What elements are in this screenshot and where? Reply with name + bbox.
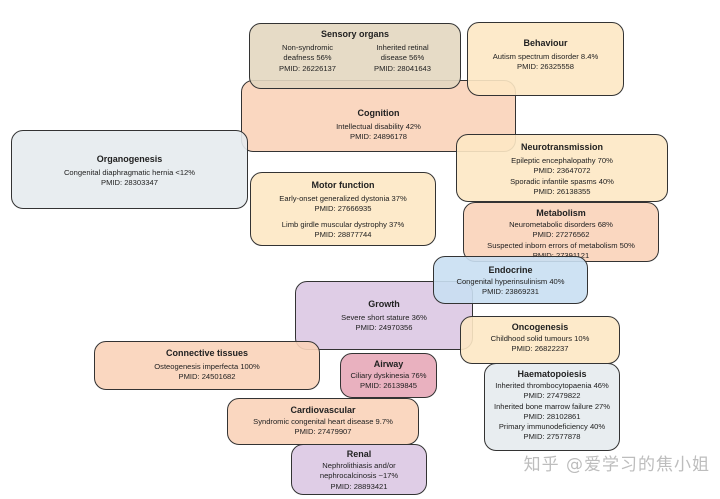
connective-tissues-box: Connective tissues Osteogenesis imperfec… [94,341,320,390]
growth-pmid: PMID: 24970356 [355,323,413,333]
connective-line: Osteogenesis imperfecta 100% [154,362,260,372]
metabolism-title: Metabolism [536,208,586,218]
haematopoiesis-pmid2: PMID: 28102861 [523,411,581,421]
neurotransmission-pmid1: PMID: 23647072 [533,166,591,176]
organogenesis-line: Congenital diaphragmatic hernia <12% [63,168,196,178]
cardiovascular-line: Syndromic congenital heart disease 9.7% [253,417,393,427]
organogenesis-box: Organogenesis Congenital diaphragmatic h… [11,130,248,209]
haematopoiesis-line1: Inherited thrombocytopaenia 46% [495,381,609,391]
oncogenesis-box: Oncogenesis Childhood solid tumours 10% … [460,316,620,364]
sensory-title: Sensory organs [320,29,390,39]
haematopoiesis-pmid1: PMID: 27479822 [523,391,581,401]
motor-line2: Limb girdle muscular dystrophy 37% [281,219,405,229]
motor-line1: Early-onset generalized dystonia 37% [279,194,407,204]
airway-box: Airway Ciliary dyskinesia 76% PMID: 2613… [340,353,437,398]
neurotransmission-line2: Sporadic infantile spasms 40% [510,176,614,186]
sensory-right-line1: Inherited retinal [376,43,429,53]
haematopoiesis-title: Haematopoiesis [517,369,587,379]
motor-function-box: Motor function Early-onset generalized d… [250,172,436,246]
behaviour-title: Behaviour [523,38,568,48]
metabolism-line2: Suspected inborn errors of metabolism 50… [487,240,635,250]
endocrine-title: Endocrine [488,265,533,275]
haematopoiesis-line3: Primary immunodeficiency 40% [498,422,606,432]
motor-pmid1: PMID: 27666935 [314,204,372,214]
growth-title: Growth [368,299,400,309]
motor-pmid2: PMID: 28877744 [314,229,372,239]
endocrine-line: Congenital hyperinsulinism 40% [456,277,565,287]
airway-title: Airway [373,359,404,369]
airway-line: Ciliary dyskinesia 76% [350,371,427,381]
behaviour-line: Autism spectrum disorder 8.4% [492,52,599,62]
sensory-organs-box: Sensory organs Non-syndromic deafness 56… [249,23,461,89]
endocrine-box: Endocrine Congenital hyperinsulinism 40%… [433,256,588,304]
neurotransmission-box: Neurotransmission Epileptic encephalopat… [456,134,668,202]
renal-line2: nephrocalcinosis ~17% [319,471,399,481]
cardiovascular-title: Cardiovascular [290,405,356,415]
oncogenesis-pmid: PMID: 26822237 [511,344,569,354]
cognition-pmid: PMID: 24896178 [350,132,407,142]
metabolism-box: Metabolism Neurometabolic disorders 68% … [463,202,659,262]
metabolism-pmid1: PMID: 27276562 [532,230,590,240]
sensory-right-line2: disease 56% [380,53,425,63]
sensory-left-line2: deafness 56% [283,53,332,63]
renal-line1: Nephrolithiasis and/or [322,461,396,471]
cardiovascular-pmid: PMID: 27479907 [294,427,352,437]
sensory-left-pmid: PMID: 26226137 [279,63,336,73]
organogenesis-pmid: PMID: 28303347 [101,178,158,188]
haematopoiesis-line2: Inherited bone marrow failure 27% [493,401,611,411]
haematopoiesis-pmid3: PMID: 27577878 [523,432,581,442]
renal-pmid: PMID: 28893421 [330,481,388,491]
sensory-left-line1: Non-syndromic [281,43,334,53]
metabolism-line1: Neurometabolic disorders 68% [509,220,613,230]
renal-title: Renal [346,449,372,459]
sensory-right-pmid: PMID: 28041643 [374,63,431,73]
oncogenesis-line: Childhood solid tumours 10% [490,334,590,344]
watermark: 知乎 @爱学习的焦小姐 [523,455,710,475]
neurotransmission-pmid2: PMID: 26138355 [533,186,591,196]
cognition-line: Intellectual disability 42% [336,122,421,132]
organogenesis-title: Organogenesis [96,154,163,164]
cognition-title: Cognition [357,108,400,118]
endocrine-pmid: PMID: 23869231 [482,287,539,297]
neurotransmission-line1: Epileptic encephalopathy 70% [511,156,613,166]
behaviour-box: Behaviour Autism spectrum disorder 8.4% … [467,22,624,96]
neurotransmission-title: Neurotransmission [520,142,604,152]
growth-line: Severe short stature 36% [341,313,427,323]
haematopoiesis-box: Haematopoiesis Inherited thrombocytopaen… [484,363,620,451]
airway-pmid: PMID: 26139845 [360,381,417,391]
renal-box: Renal Nephrolithiasis and/or nephrocalci… [291,444,427,495]
oncogenesis-title: Oncogenesis [511,322,569,332]
motor-title: Motor function [311,180,375,190]
cardiovascular-box: Cardiovascular Syndromic congenital hear… [227,398,419,445]
connective-pmid: PMID: 24501682 [178,372,236,382]
connective-title: Connective tissues [165,348,249,358]
metabolism-pmid2: PMID: 27391121 [470,251,652,261]
behaviour-pmid: PMID: 26325558 [517,62,574,72]
